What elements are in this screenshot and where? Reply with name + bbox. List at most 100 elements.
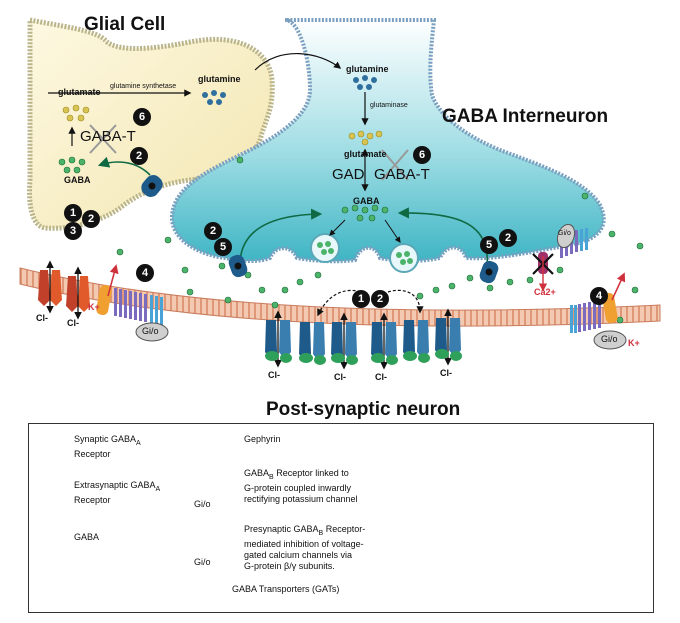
legend-extrasynaptic-receptor-text: Extrasynaptic GABAA Receptor — [74, 480, 160, 506]
synaptic-gaba-a-receptor — [331, 312, 358, 370]
badge-3-extrasynaptic: 3 — [64, 222, 82, 240]
legend-gaba-text: GABA — [74, 532, 100, 542]
interneuron-title: GABA Interneuron — [442, 106, 609, 127]
glial-gaba-t-label: GABA-T — [80, 128, 136, 145]
gaba-dots-neuron — [341, 204, 389, 222]
badge-5-gat-right: 5 — [480, 236, 498, 254]
arrow-gat-presynaptic-right — [397, 207, 489, 269]
legend-box — [28, 423, 654, 613]
gio-label-left: Gi/o — [142, 326, 159, 336]
badge-6-glial: 6 — [133, 108, 151, 126]
badge-4-left: 4 — [136, 264, 154, 282]
arrow-glutamine-transfer — [254, 52, 342, 71]
legend-gaba-b-girk-line3: rectifying potassium channel — [244, 493, 358, 504]
extrasynaptic-gaba-a-receptor — [66, 266, 90, 320]
legend-synaptic-receptor-suffix: Receptor — [74, 448, 111, 459]
glutamine-dots-neuron — [353, 75, 377, 90]
legend-extrasynaptic-receptor-name: Extrasynaptic GABA — [74, 480, 156, 490]
cl-ion-label: Cl- — [268, 370, 280, 380]
glutaminase-label: glutaminase — [370, 102, 408, 109]
badge-1-synaptic: 1 — [352, 290, 370, 308]
legend-gaba-b-girk-name: GABA — [244, 468, 270, 478]
gaba-dots-glial — [58, 156, 86, 174]
badge-2-glial-gat: 2 — [130, 147, 148, 165]
neuron-glutamine-label: glutamine — [346, 64, 389, 74]
gaba-t-inhibition-cross-neuron — [381, 149, 409, 181]
synaptic-gaba-a-receptor — [371, 312, 398, 370]
arrow-release-left — [317, 289, 361, 317]
legend-presynaptic-gaba-b-text: Presynaptic GABAB Receptor- mediated inh… — [244, 524, 365, 572]
neuron-gaba-label: GABA — [353, 196, 380, 206]
glutamine-dots-glial — [202, 90, 226, 105]
glutamate-dots-neuron — [348, 130, 383, 146]
legend-gaba-b-girk-line1: Receptor linked to — [273, 468, 349, 478]
vesicle — [310, 233, 340, 263]
synaptic-gaba-a-receptor-group — [265, 308, 462, 370]
legend-gephyrin-text: Gephyrin — [244, 434, 281, 444]
legend-presynaptic-gaba-b-line4: G-protein β/γ subunits. — [244, 560, 335, 571]
badge-1-extrasynaptic: 1 — [64, 204, 82, 222]
gat-transporter-left — [228, 254, 248, 278]
synaptic-gaba-a-receptor — [435, 308, 462, 366]
synaptic-gaba-a-receptor — [265, 310, 292, 368]
legend-presynaptic-gaba-b-name: Presynaptic GABA — [244, 524, 319, 534]
cl-ion-label: Cl- — [440, 368, 452, 378]
gaba-t-inhibition-cross-glial — [89, 124, 117, 154]
legend-gio-label-2: Gi/o — [194, 557, 211, 567]
neuron-gaba-t-label: GABA-T — [374, 166, 430, 183]
cl-ion-label: Cl- — [36, 313, 48, 323]
interneuron-body — [169, 18, 606, 264]
cl-ion-label: Cl- — [67, 318, 79, 328]
legend-gat-text: GABA Transporters (GATs) — [232, 584, 340, 594]
glutamine-synthetase-label: glutamine synthetase — [110, 83, 177, 90]
gio-label-right: Gi/o — [601, 334, 618, 344]
badge-2-synaptic: 2 — [371, 290, 389, 308]
badge-4-right: 4 — [590, 287, 608, 305]
legend-gaba-b-girk-subscript: B — [269, 473, 274, 481]
glial-glutamate-label: glutamate — [58, 87, 101, 97]
arrow-gat-presynaptic-left — [239, 208, 323, 266]
k-ion-label-left: K+ — [88, 302, 100, 312]
synaptic-gaba-a-receptor — [403, 320, 430, 363]
badge-2-gat-right: 2 — [499, 229, 517, 247]
cl-ion-label: Cl- — [375, 372, 387, 382]
legend-gio-label-1: Gi/o — [194, 499, 211, 509]
legend-presynaptic-gaba-b-line1: Receptor- — [323, 524, 366, 534]
presynaptic-gaba-b-receptor — [532, 223, 588, 292]
arrow-vesicle-right — [384, 219, 401, 243]
arrow-release-right — [387, 289, 424, 314]
legend-gaba-b-girk-text: GABAB Receptor linked to G-protein coupl… — [244, 468, 358, 505]
arrow-gat-glial — [97, 156, 151, 176]
gaba-dots-cleft — [116, 156, 644, 324]
gat-transporter-glial — [141, 175, 163, 197]
legend-presynaptic-gaba-b-line2: mediated inhibition of voltage- — [244, 538, 364, 549]
gaba-b-receptor-left — [96, 264, 169, 342]
badge-6-neuron: 6 — [413, 146, 431, 164]
badge-2-gat-left: 2 — [204, 222, 222, 240]
postsynaptic-title: Post-synaptic neuron — [266, 399, 461, 420]
postsynaptic-membrane — [19, 267, 661, 327]
cl-ion-label: Cl- — [334, 372, 346, 382]
badge-2-extrasynaptic: 2 — [82, 210, 100, 228]
gad-label: GAD — [332, 166, 365, 183]
legend-presynaptic-gaba-b-line3: gated calcium channels via — [244, 549, 353, 560]
legend-extrasynaptic-receptor-suffix: Receptor — [74, 494, 111, 505]
ca-ion-label: Ca2+ — [534, 287, 556, 297]
badge-5-gat-left: 5 — [214, 238, 232, 256]
glial-gaba-label: GABA — [64, 175, 91, 185]
legend-synaptic-receptor-name: Synaptic GABA — [74, 434, 137, 444]
legend-synaptic-receptor-subscript: A — [136, 439, 141, 447]
k-ion-label-right: K+ — [628, 338, 640, 348]
extrasynaptic-gaba-a-receptor — [38, 260, 62, 314]
glutamate-dots-glial — [62, 104, 90, 122]
legend-extrasynaptic-receptor-subscript: A — [155, 485, 161, 493]
legend-presynaptic-gaba-b-subscript: B — [318, 529, 324, 537]
arrow-vesicle-left — [329, 219, 346, 236]
glial-cell-title: Glial Cell — [84, 14, 166, 35]
gio-label-presynaptic: Gi/o — [558, 230, 571, 237]
vesicle — [389, 243, 419, 273]
legend-synaptic-receptor-text: Synaptic GABAA Receptor — [74, 434, 141, 460]
neuron-glutamate-label: glutamate — [344, 149, 387, 159]
